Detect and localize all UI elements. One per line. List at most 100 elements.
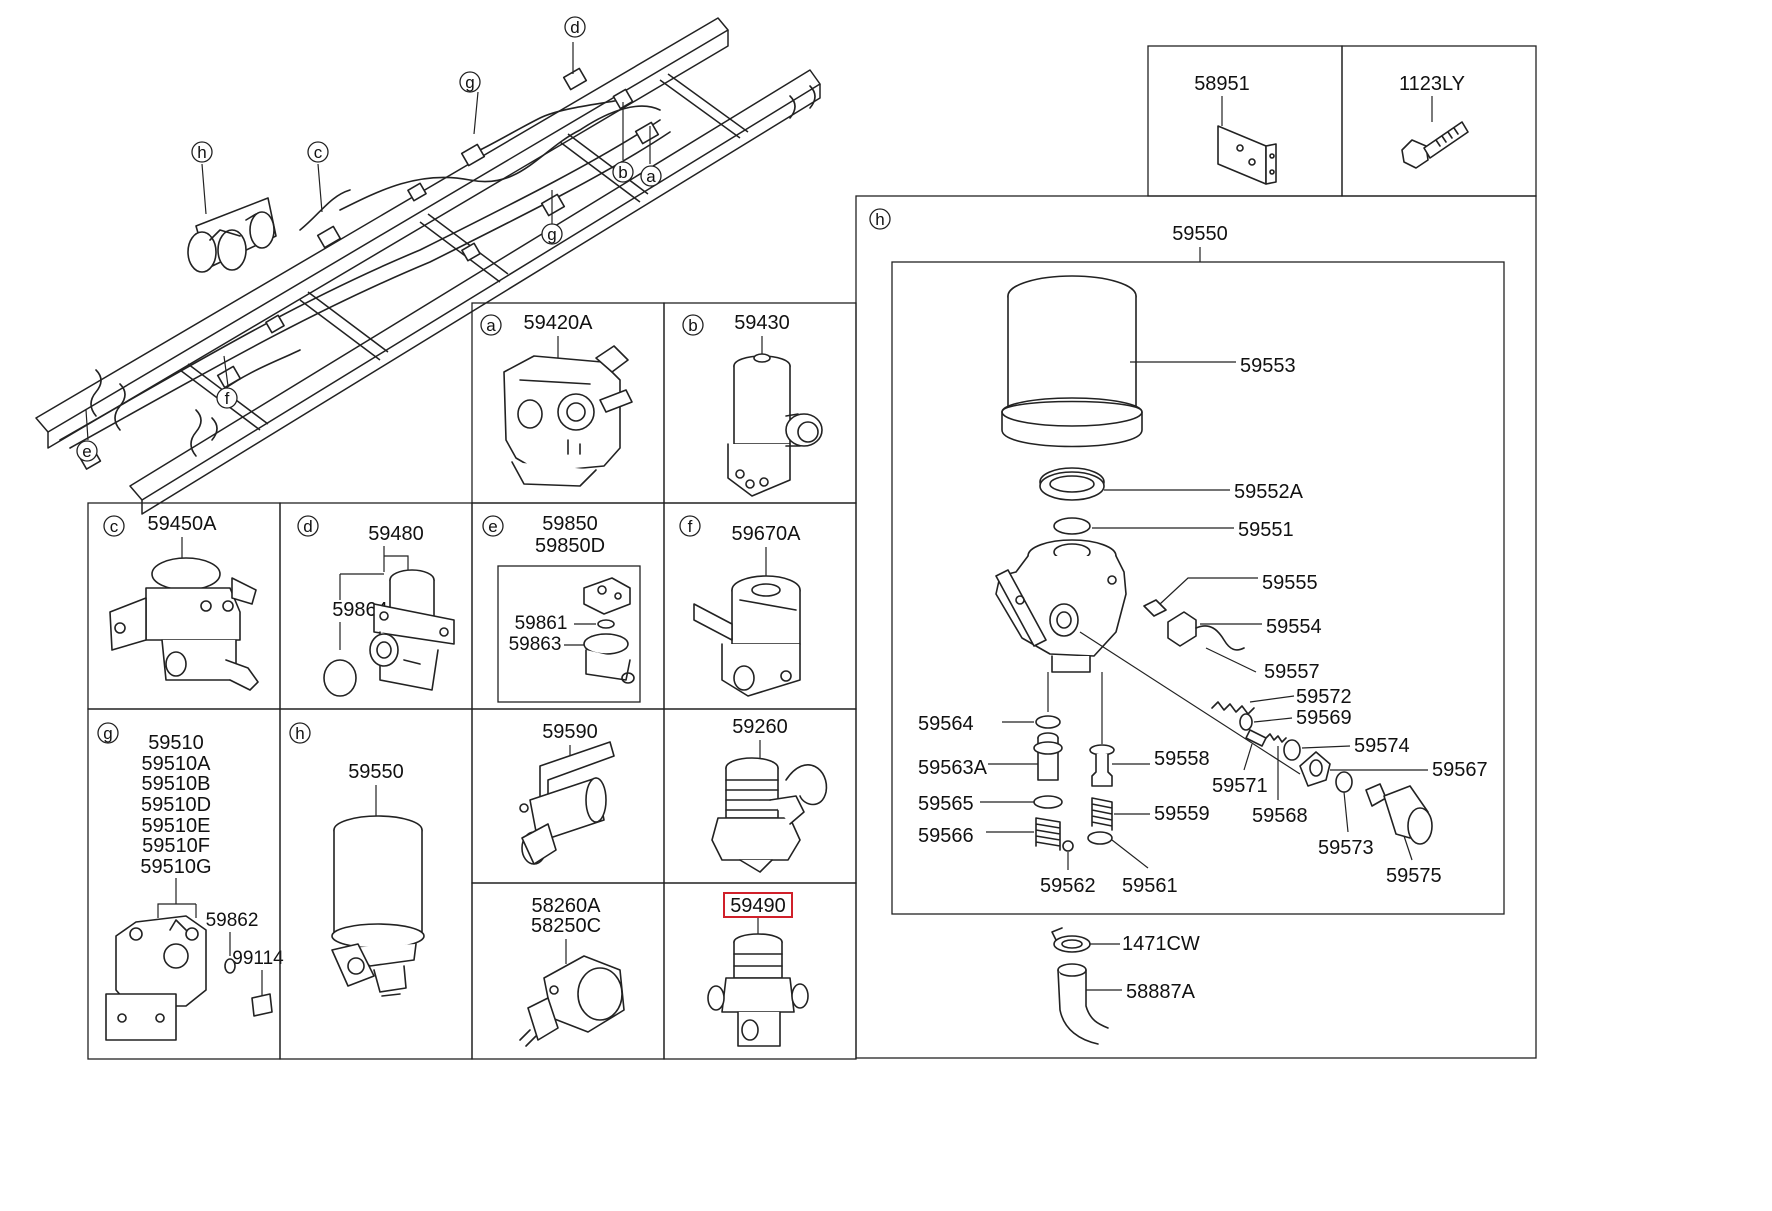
part-number-59420A[interactable]: 59420A xyxy=(524,312,594,334)
part-number-59510F[interactable]: 59510F xyxy=(142,835,210,857)
chassis-callout-f[interactable]: f xyxy=(216,387,238,409)
part-number-59862[interactable]: 59862 xyxy=(206,910,259,931)
part-number-59566[interactable]: 59566 xyxy=(918,825,974,847)
part-number-59568[interactable]: 59568 xyxy=(1252,805,1308,827)
cell-callout-b[interactable]: b xyxy=(682,314,704,336)
gladhand-59260 xyxy=(711,757,828,873)
part-number-59555[interactable]: 59555 xyxy=(1262,572,1318,594)
piston-59571 xyxy=(1245,729,1267,747)
part-number-59571[interactable]: 59571 xyxy=(1212,775,1268,797)
part-number-59559[interactable]: 59559 xyxy=(1154,803,1210,825)
part-number-59561[interactable]: 59561 xyxy=(1122,875,1178,897)
chassis-overview xyxy=(35,17,821,515)
part-number-59430[interactable]: 59430 xyxy=(734,312,790,334)
chassis-callout-c[interactable]: c xyxy=(307,141,329,163)
valve-59420A xyxy=(503,345,633,487)
cell-callout-f[interactable]: f xyxy=(679,515,701,537)
part-number-59490[interactable]: 59490 xyxy=(730,895,786,917)
part-number-59861[interactable]: 59861 xyxy=(515,613,568,634)
part-number-59510B[interactable]: 59510B xyxy=(142,773,211,795)
part-number-58250C[interactable]: 58250C xyxy=(531,915,601,937)
valve-59510 xyxy=(105,915,207,1041)
chassis-callout-h[interactable]: h xyxy=(191,141,213,163)
svg-text:e: e xyxy=(82,442,91,461)
o-ring-59551 xyxy=(1053,517,1091,535)
part-number-59554[interactable]: 59554 xyxy=(1266,616,1322,638)
cell-callout-a[interactable]: a xyxy=(480,314,502,336)
part-number-59450A[interactable]: 59450A xyxy=(148,513,218,535)
chassis-callout-e[interactable]: e xyxy=(76,440,98,462)
part-number-59557[interactable]: 59557 xyxy=(1264,661,1320,683)
cell-g: g 59510 59510A 59510B 59510D 59510E 5951… xyxy=(87,708,284,1060)
chassis-callout-g-top[interactable]: g xyxy=(459,71,481,93)
part-number-59564[interactable]: 59564 xyxy=(918,713,974,735)
detail-h-inner-box xyxy=(891,261,1505,915)
part-number-59558[interactable]: 59558 xyxy=(1154,748,1210,770)
part-number-59850D[interactable]: 59850D xyxy=(535,535,605,557)
part-number-59575[interactable]: 59575 xyxy=(1386,865,1442,887)
valve-59490 xyxy=(707,933,809,1047)
svg-text:d: d xyxy=(303,517,312,536)
chassis-callout-a[interactable]: a xyxy=(640,165,662,187)
plug-59567 xyxy=(1299,751,1331,787)
part-number-59553[interactable]: 59553 xyxy=(1240,355,1296,377)
part-number-59260[interactable]: 59260 xyxy=(732,716,788,738)
part-number-59569[interactable]: 59569 xyxy=(1296,707,1352,729)
part-number-59565[interactable]: 59565 xyxy=(918,793,974,815)
part-number-59572[interactable]: 59572 xyxy=(1296,686,1352,708)
part-number-59573[interactable]: 59573 xyxy=(1318,837,1374,859)
piston-59558 xyxy=(1089,744,1115,787)
part-number-59510[interactable]: 59510 xyxy=(148,732,204,754)
part-number-59552A[interactable]: 59552A xyxy=(1234,481,1304,503)
cell-b: b 59430 xyxy=(663,302,857,504)
svg-text:h: h xyxy=(875,210,884,229)
part-number-58951[interactable]: 58951 xyxy=(1194,73,1250,95)
part-number-59563A[interactable]: 59563A xyxy=(918,757,988,779)
part-number-59550[interactable]: 59550 xyxy=(1172,223,1228,245)
bracket-58951 xyxy=(1217,125,1277,185)
o-ring-59561 xyxy=(1087,831,1113,845)
svg-text:a: a xyxy=(646,167,656,186)
part-number-59510G[interactable]: 59510G xyxy=(140,856,211,878)
cell-callout-g[interactable]: g xyxy=(97,722,119,744)
part-number-59562[interactable]: 59562 xyxy=(1040,875,1096,897)
part-number-59590[interactable]: 59590 xyxy=(542,721,598,743)
bolt-1123LY xyxy=(1401,121,1469,169)
part-number-59510A[interactable]: 59510A xyxy=(142,753,212,775)
spring-59568 xyxy=(1265,733,1287,743)
cell-c: c 59450A xyxy=(87,502,281,710)
part-number-59863[interactable]: 59863 xyxy=(509,634,562,655)
part-number-58260A[interactable]: 58260A xyxy=(532,895,602,917)
svg-text:h: h xyxy=(197,143,206,162)
part-number-59670A[interactable]: 59670A xyxy=(732,523,802,545)
cell-callout-e[interactable]: e xyxy=(482,515,504,537)
heater-59554 xyxy=(1167,611,1245,651)
part-number-59574[interactable]: 59574 xyxy=(1354,735,1410,757)
detail-callout-h[interactable]: h xyxy=(869,208,891,230)
chassis-callout-d[interactable]: d xyxy=(564,16,586,38)
gasket-59555 xyxy=(1143,599,1167,617)
muffler-59575 xyxy=(1365,783,1433,845)
svg-text:g: g xyxy=(465,73,474,92)
part-number-59510D[interactable]: 59510D xyxy=(141,794,211,816)
part-number-59550-small[interactable]: 59550 xyxy=(348,761,404,783)
part-number-59510E[interactable]: 59510E xyxy=(142,815,211,837)
svg-text:h: h xyxy=(295,724,304,743)
part-number-59850[interactable]: 59850 xyxy=(542,513,598,535)
seal-59569 xyxy=(1239,713,1253,731)
part-number-59480[interactable]: 59480 xyxy=(368,523,424,545)
part-number-99114[interactable]: 99114 xyxy=(232,948,284,969)
valve-59590 xyxy=(519,741,615,865)
part-number-1123LY[interactable]: 1123LY xyxy=(1399,73,1465,95)
cell-h-small: h 59550 xyxy=(279,708,473,1060)
cell-callout-c[interactable]: c xyxy=(103,515,125,537)
chassis-callout-g-bottom[interactable]: g xyxy=(541,223,563,245)
chassis-callout-b[interactable]: b xyxy=(612,161,634,183)
part-number-59551[interactable]: 59551 xyxy=(1238,519,1294,541)
part-number-1471CW[interactable]: 1471CW xyxy=(1122,933,1200,955)
cell-callout-h-small[interactable]: h xyxy=(289,722,311,744)
cell-callout-d[interactable]: d xyxy=(297,515,319,537)
housing-59550 xyxy=(995,539,1127,673)
part-number-59567[interactable]: 59567 xyxy=(1432,759,1488,781)
part-number-58887A[interactable]: 58887A xyxy=(1126,981,1196,1003)
